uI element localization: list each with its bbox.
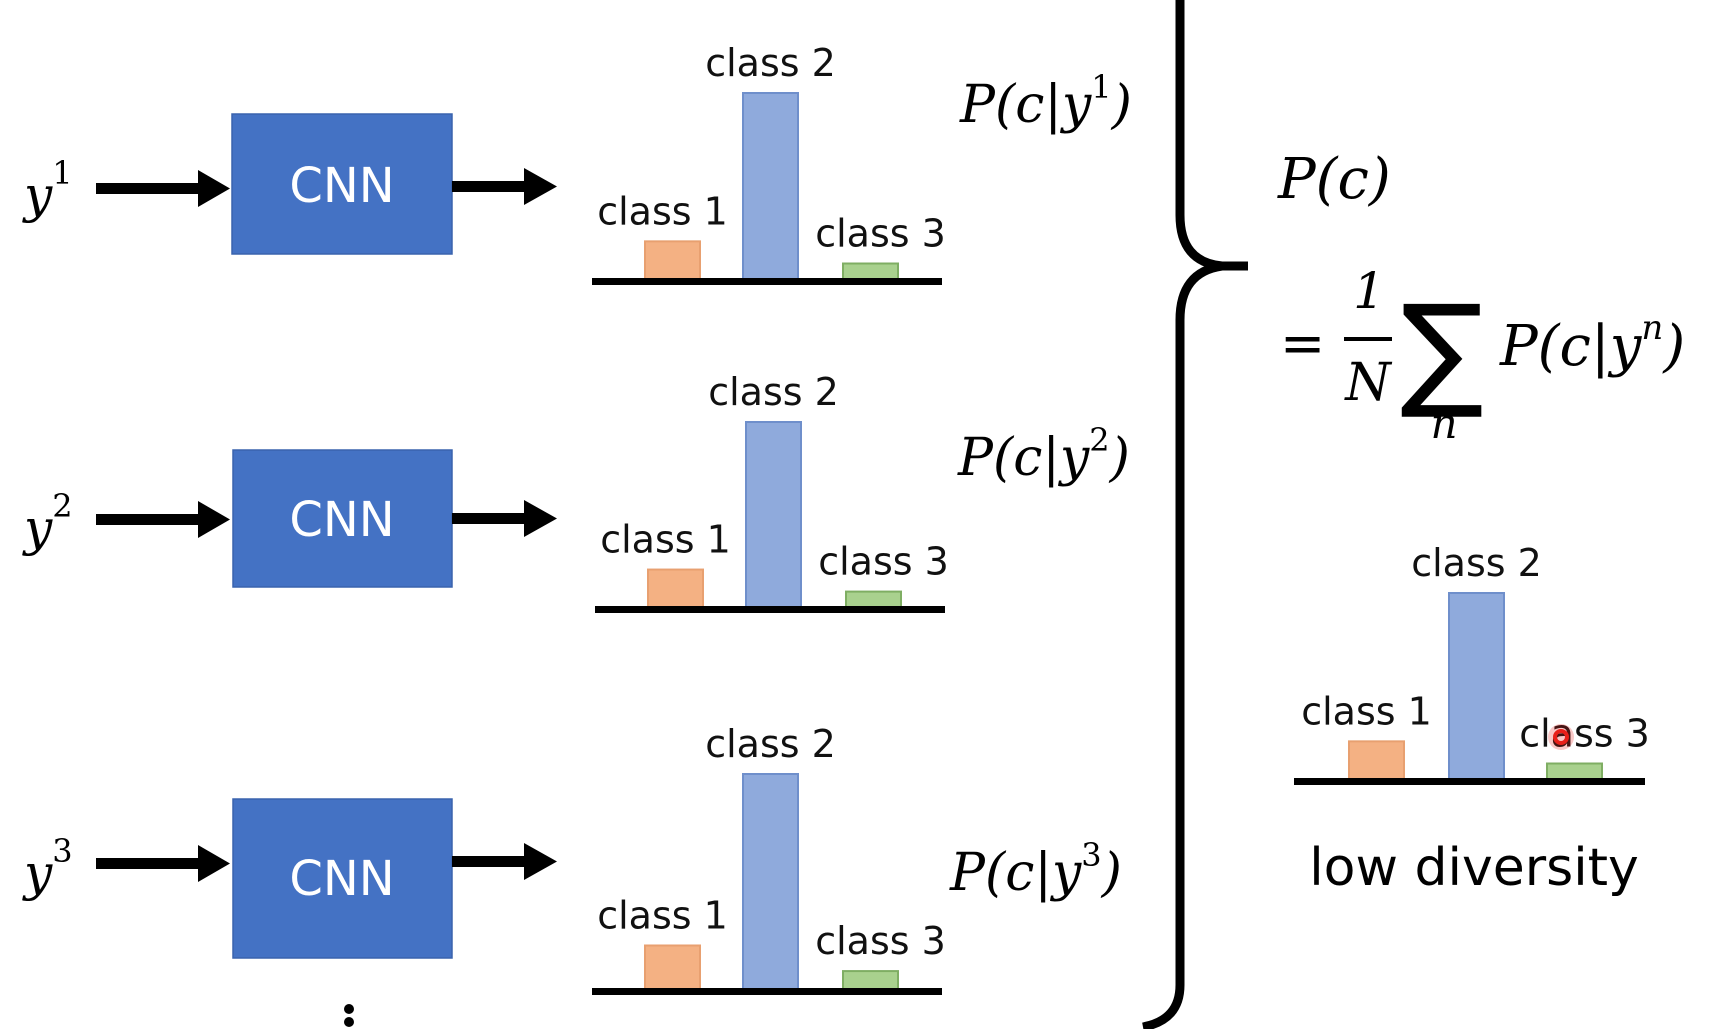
chart-baseline xyxy=(1294,778,1645,785)
formula-p-c-given-y1: P(c|y1) xyxy=(959,68,1132,135)
chart-baseline xyxy=(595,606,945,613)
bar-label-class-2: class 2 xyxy=(705,41,836,85)
bar-class-2 xyxy=(745,421,802,608)
bar-label-class-1: class 1 xyxy=(597,893,728,937)
bar-label-class-3: class 3 xyxy=(815,212,946,256)
cnn-block-3 xyxy=(232,798,453,959)
row-3: y3 CNN class 1 class 2 class 3 P(c|y3) xyxy=(22,722,1122,995)
chart-baseline xyxy=(592,278,942,285)
bar-label-class-3: class 3 xyxy=(1519,712,1650,756)
formula-p-c-given-y2: P(c|y2) xyxy=(957,421,1130,488)
arrow-cnn-to-output-3 xyxy=(452,843,557,880)
bar-label-class-2: class 2 xyxy=(705,722,836,766)
input-label-y3: y3 xyxy=(22,832,73,902)
bar-label-class-3: class 3 xyxy=(818,540,949,584)
bar-class-2 xyxy=(742,92,799,280)
bar-class-1 xyxy=(644,944,701,991)
bar-label-class-1: class 1 xyxy=(1301,689,1432,733)
bar-class-3 xyxy=(842,262,899,280)
distribution-chart-3: class 1 class 2 class 3 xyxy=(592,722,946,995)
aggregate-formula: P(c) = 1 N ∑ n P(c|yn) xyxy=(1277,147,1685,448)
arrow-input-to-cnn-1 xyxy=(96,170,230,207)
chart-baseline xyxy=(592,988,942,995)
formula-p-c: P(c) xyxy=(1277,147,1391,212)
pointer-cursor-indicator xyxy=(1548,724,1574,750)
curly-brace xyxy=(1142,0,1248,1029)
bar-label-class-1: class 1 xyxy=(600,518,731,562)
input-label-y1: y1 xyxy=(22,154,73,224)
arrow-input-to-cnn-3 xyxy=(96,845,230,882)
distribution-chart-2: class 1 class 2 class 3 xyxy=(595,370,949,613)
bar-class-1 xyxy=(647,568,704,608)
cnn-block-1 xyxy=(231,113,453,255)
fraction-numerator: 1 xyxy=(1353,262,1385,320)
fraction-bar xyxy=(1344,337,1392,341)
arrow-cnn-to-output-2 xyxy=(452,500,557,537)
bar-label-class-2: class 2 xyxy=(708,370,839,414)
cnn-block-2 xyxy=(232,449,453,588)
formula-p-c-given-yn: P(c|yn) xyxy=(1499,308,1685,379)
arrow-cnn-to-output-1 xyxy=(452,168,557,205)
arrow-input-to-cnn-2 xyxy=(96,501,230,538)
equals-sign: = xyxy=(1280,312,1325,375)
cnn-label-2: CNN xyxy=(289,492,394,548)
bar-class-2 xyxy=(742,773,799,990)
bar-class-3 xyxy=(842,970,899,990)
formula-p-c-given-y3: P(c|y3) xyxy=(949,836,1122,903)
summation-index: n xyxy=(1430,399,1457,448)
row-2: y2 CNN class 1 class 2 class 3 P(c|y2) xyxy=(22,370,1130,613)
cnn-label-1: CNN xyxy=(289,158,394,214)
bar-class-2 xyxy=(1448,592,1505,780)
bar-label-class-3: class 3 xyxy=(815,919,946,963)
bar-class-3 xyxy=(845,590,902,608)
fraction-denominator: N xyxy=(1343,353,1392,413)
row-1: y1 CNN class 1 class 2 class 3 P(c|y1) xyxy=(22,41,1132,285)
low-diversity-caption: low diversity xyxy=(1309,838,1639,898)
bar-label-class-1: class 1 xyxy=(597,189,728,233)
input-label-y2: y2 xyxy=(22,487,73,557)
summation-symbol: ∑ xyxy=(1400,279,1484,423)
bar-label-class-2: class 2 xyxy=(1411,541,1542,585)
bar-class-1 xyxy=(1348,740,1405,780)
aggregate-distribution-chart: class 1 class 2 class 3 xyxy=(1294,541,1650,785)
cnn-label-3: CNN xyxy=(289,851,394,907)
distribution-chart-1: class 1 class 2 class 3 xyxy=(592,41,946,285)
continuation-ellipsis xyxy=(344,1004,354,1027)
bar-class-3 xyxy=(1546,762,1603,780)
bar-class-1 xyxy=(644,240,701,281)
